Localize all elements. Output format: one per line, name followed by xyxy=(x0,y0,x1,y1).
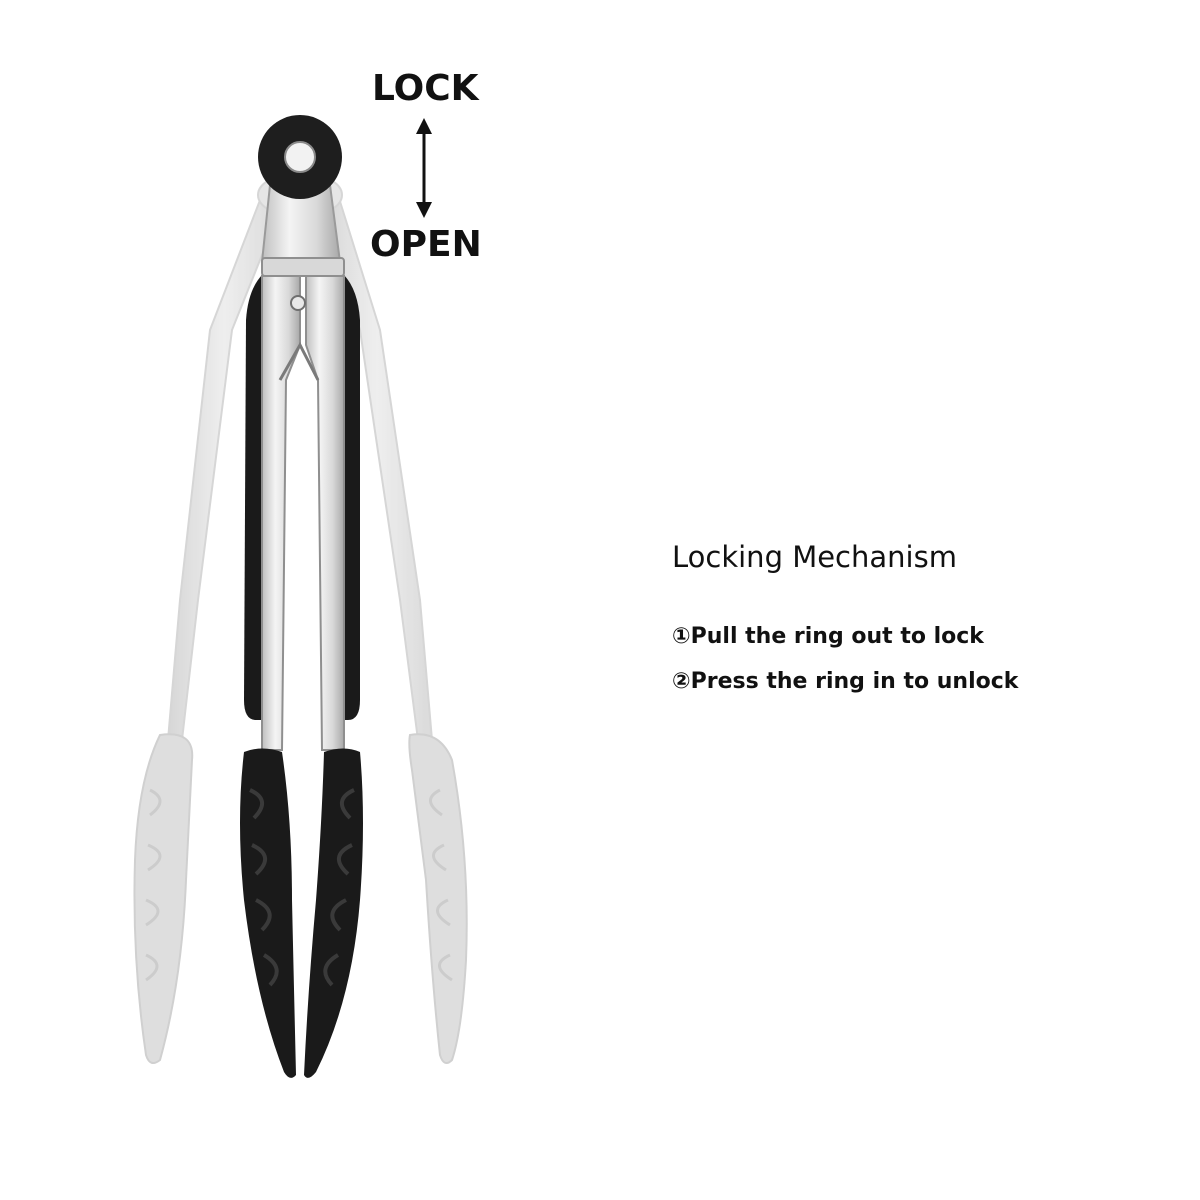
info-panel: Locking Mechanism ①Pull the ring out to … xyxy=(672,540,1172,714)
step-lock: ①Pull the ring out to lock xyxy=(672,624,984,649)
open-label: OPEN xyxy=(370,224,482,265)
double-arrow-vertical-icon xyxy=(416,118,432,218)
info-title: Locking Mechanism xyxy=(672,540,957,574)
lock-label: LOCK xyxy=(372,68,479,109)
closed-tongs xyxy=(240,115,363,1078)
step-unlock: ②Press the ring in to unlock xyxy=(672,669,1019,694)
locking-ring xyxy=(258,115,342,199)
